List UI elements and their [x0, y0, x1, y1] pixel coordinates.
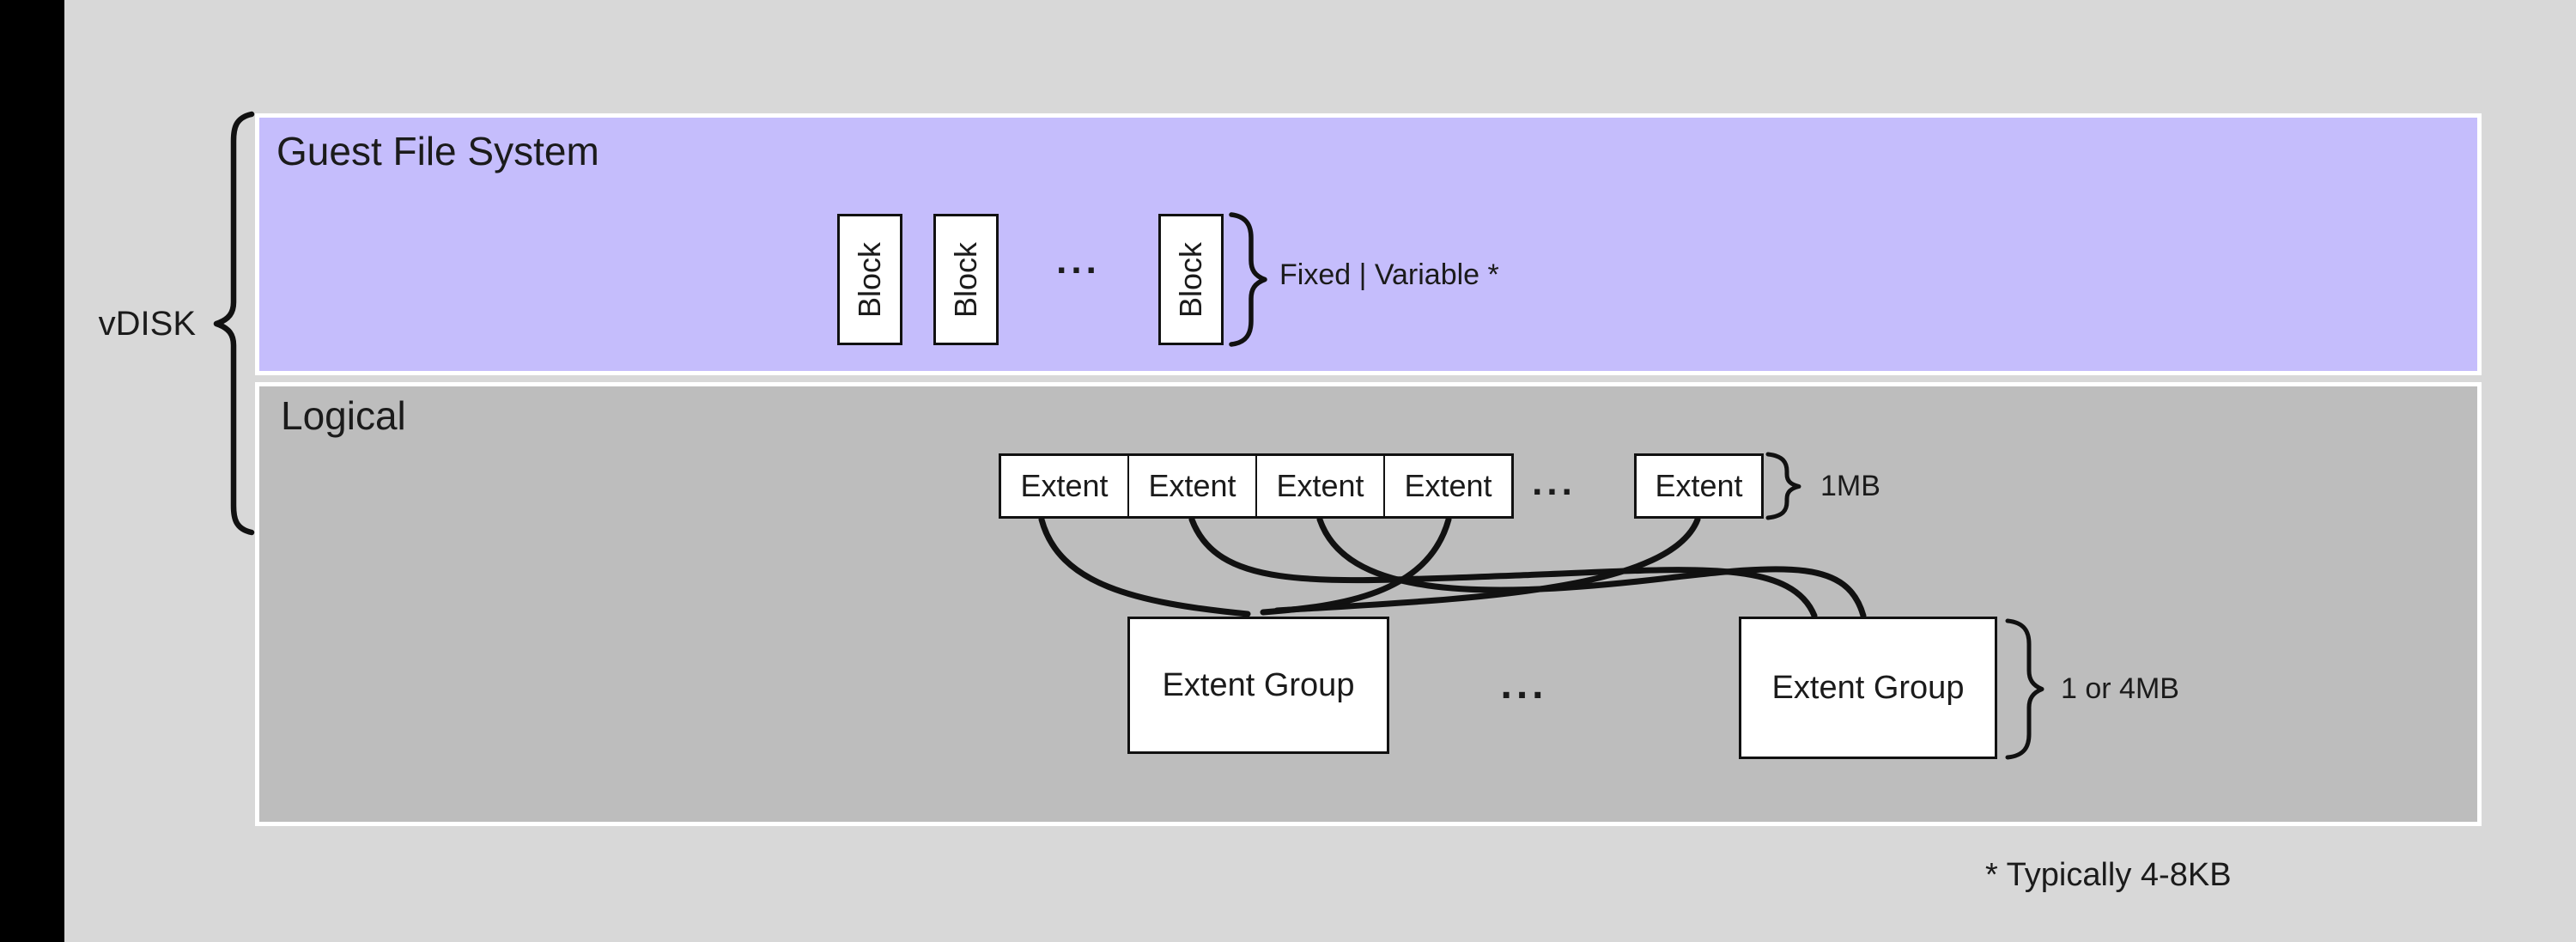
extent-cell-2: Extent: [1127, 456, 1255, 516]
block-box-3: Block: [1158, 214, 1224, 345]
extent-group-box-2: Extent Group: [1739, 617, 1997, 759]
footnote: * Typically 4-8KB: [1985, 857, 2232, 893]
extent-cell-3: Extent: [1255, 456, 1383, 516]
guest-file-system-title: Guest File System: [276, 129, 599, 173]
logical-title: Logical: [281, 393, 406, 438]
extent-cell-1: Extent: [1020, 468, 1109, 503]
block-box-1: Block: [837, 214, 902, 345]
extent-box-last: Extent: [1634, 453, 1764, 519]
block-size-label: Fixed | Variable *: [1279, 258, 1499, 291]
block-label-3: Block: [1173, 241, 1208, 318]
logical-panel: [255, 382, 2482, 826]
vdisk-brace: [213, 111, 255, 536]
block-label-2: Block: [948, 241, 983, 318]
extent-cell-4: Extent: [1383, 456, 1511, 516]
guest-file-system-panel: [255, 113, 2482, 375]
block-box-2: Block: [933, 214, 999, 345]
vdisk-label: vDISK: [98, 305, 196, 343]
extent-strip: Extent Extent Extent Extent: [999, 453, 1514, 519]
block-label-1: Block: [852, 241, 887, 318]
extent-size-label: 1MB: [1820, 470, 1880, 502]
left-black-bar: [0, 0, 64, 942]
extent-ellipsis: ...: [1532, 461, 1577, 503]
block-ellipsis: ...: [1056, 240, 1101, 282]
extent-group-ellipsis: ...: [1500, 662, 1548, 708]
extent-group-size-label: 1 or 4MB: [2061, 672, 2179, 705]
extent-group-box-1: Extent Group: [1127, 617, 1389, 754]
